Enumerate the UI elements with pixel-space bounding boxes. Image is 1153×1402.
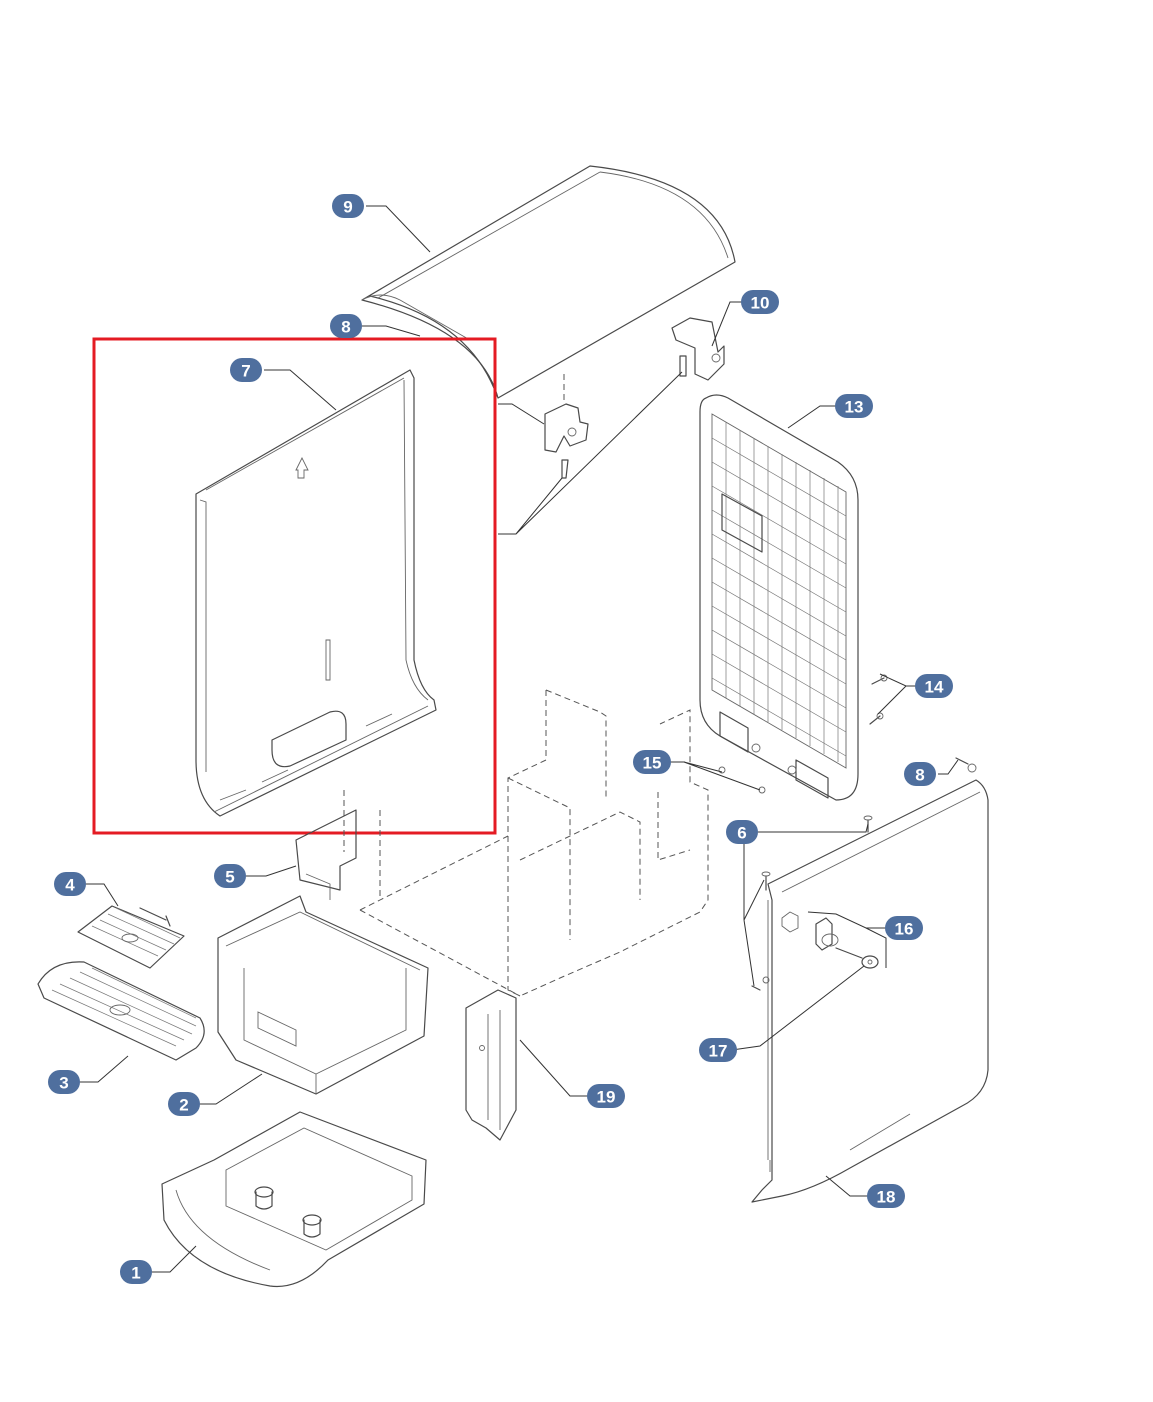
callout-badge-shape	[633, 750, 671, 774]
leader-lines	[80, 205, 959, 1273]
callout-badge-shape	[885, 916, 923, 940]
callout-c9: 9	[332, 194, 364, 218]
callout-badge-shape	[120, 1260, 152, 1284]
callout-badge-shape	[726, 820, 758, 844]
callout-number: 9	[343, 198, 352, 217]
part-6-screws	[751, 815, 873, 991]
callout-badge-shape	[915, 674, 953, 698]
callout-badge-shape	[835, 394, 873, 418]
part-16-lock	[815, 917, 839, 951]
callout-c10: 10	[741, 290, 779, 314]
part-1-base-tray	[161, 1111, 427, 1288]
part-10-hinge	[671, 317, 725, 381]
callout-number: 8	[341, 318, 350, 337]
callout-c5: 5	[214, 864, 246, 888]
callout-number: 2	[179, 1096, 188, 1115]
callout-badge-shape	[587, 1084, 625, 1108]
callout-c13: 13	[835, 394, 873, 418]
callout-number: 16	[895, 920, 914, 939]
callout-number: 17	[709, 1042, 728, 1061]
callout-c15: 15	[633, 750, 671, 774]
callout-number: 1	[131, 1264, 140, 1283]
part-18-side-door	[751, 779, 989, 1203]
callout-number: 3	[59, 1074, 68, 1093]
callout-c3: 3	[48, 1070, 80, 1094]
part-19-rail	[465, 989, 517, 1141]
callout-number: 8	[915, 766, 924, 785]
callout-badge-shape	[741, 290, 779, 314]
part-4-cup-grid	[77, 905, 185, 969]
internal-frame-dashed	[343, 689, 709, 997]
callout-number: 10	[751, 294, 770, 313]
callout-number: 14	[925, 678, 944, 697]
callout-badge-shape	[168, 1092, 200, 1116]
part-8-screw-right	[955, 757, 977, 773]
callout-c2: 2	[168, 1092, 200, 1116]
hinge-left	[544, 403, 589, 479]
part-2-container	[217, 895, 429, 1095]
callout-badge-shape	[332, 194, 364, 218]
highlight-box-part-7	[92, 337, 497, 835]
callout-badge-shape	[699, 1038, 737, 1062]
callout-c6: 6	[726, 820, 758, 844]
part-5-bracket	[295, 809, 357, 900]
callout-number: 5	[225, 868, 234, 887]
callout-c1: 1	[120, 1260, 152, 1284]
callout-c4: 4	[54, 872, 86, 896]
callout-badge-shape	[330, 314, 362, 338]
callout-number: 6	[737, 824, 746, 843]
callout-number: 4	[65, 876, 75, 895]
callout-c7: 7	[230, 358, 262, 382]
callout-c17: 17	[699, 1038, 737, 1062]
callout-number: 15	[643, 754, 662, 773]
callout-badge-shape	[48, 1070, 80, 1094]
callout-badge-shape	[54, 872, 86, 896]
callout-number: 7	[241, 362, 250, 381]
callout-c16: 16	[885, 916, 923, 940]
callout-number: 19	[597, 1088, 616, 1107]
callout-c19: 19	[587, 1084, 625, 1108]
callout-badge-shape	[904, 762, 936, 786]
part-17-key	[835, 947, 879, 969]
callout-number: 18	[877, 1188, 896, 1207]
callout-badge-shape	[214, 864, 246, 888]
part-14-screws	[869, 674, 888, 725]
callout-badge-shape	[867, 1184, 905, 1208]
part-13-filter-grille	[699, 394, 859, 801]
part-9-top-cover	[361, 165, 736, 399]
callout-number: 13	[845, 398, 864, 417]
callout-badge-shape	[230, 358, 262, 382]
grille-mesh	[711, 422, 847, 762]
callout-badges: 1 2 3 4 5 6 7 8 8 9 10 13 14 15 16 17 18 19	[48, 194, 953, 1284]
part-7-back-panel	[195, 369, 437, 817]
callout-c8b: 8	[904, 762, 936, 786]
callout-c8a: 8	[330, 314, 362, 338]
callout-c18: 18	[867, 1184, 905, 1208]
part-3-drip-grid	[37, 961, 205, 1061]
callout-c14: 14	[915, 674, 953, 698]
